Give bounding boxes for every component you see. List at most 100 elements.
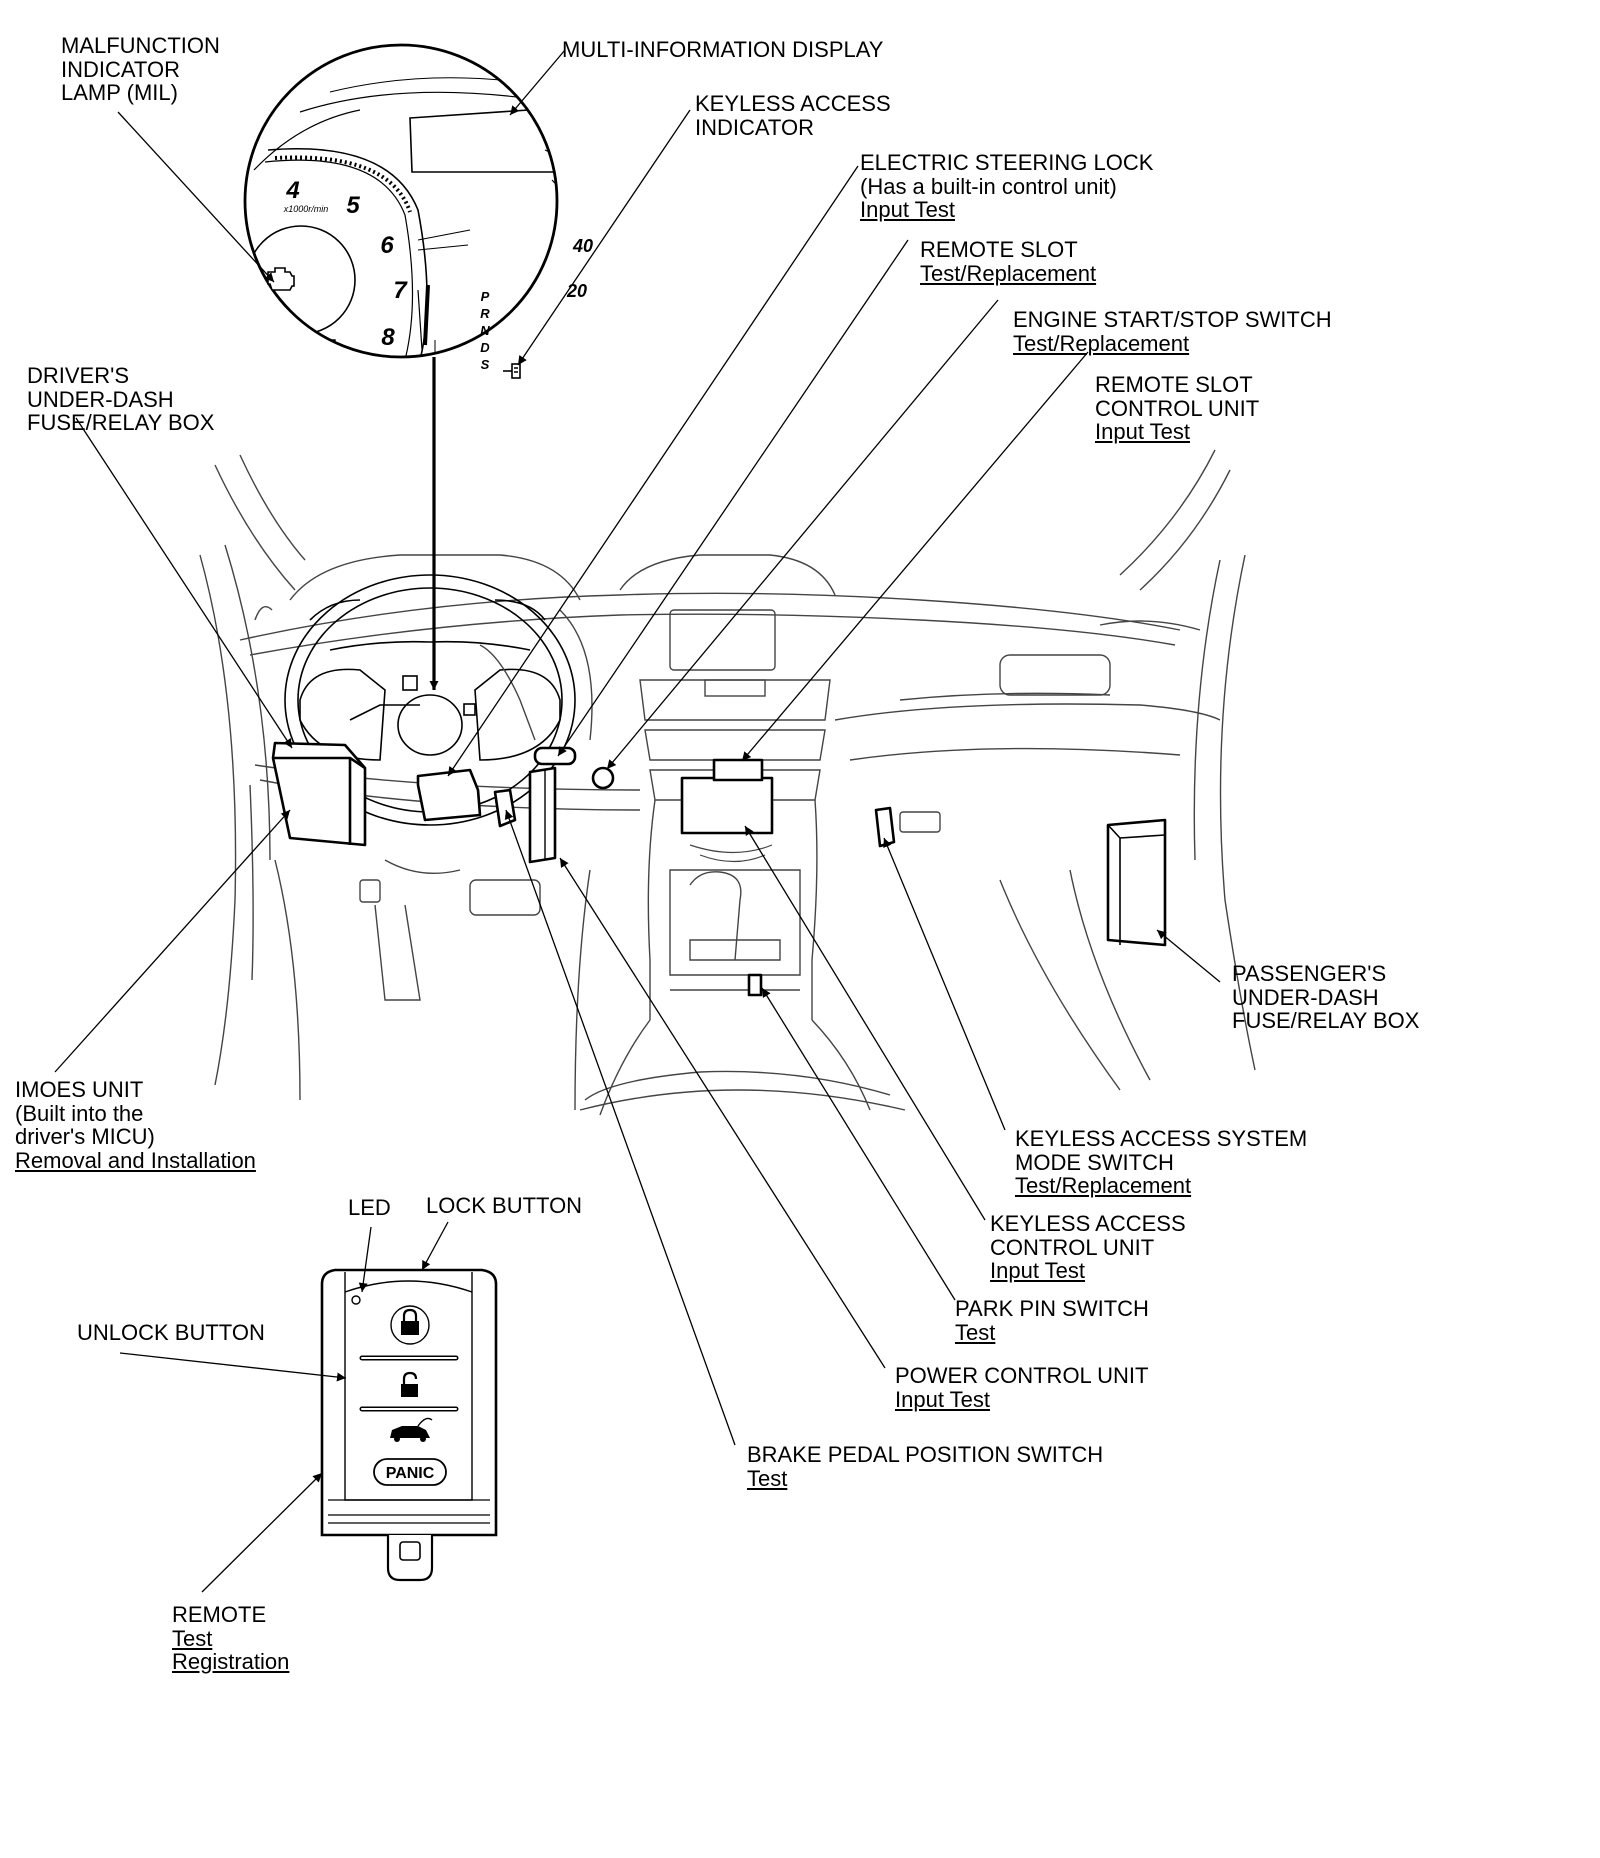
gear-letter: R [480,306,490,321]
passengers-fuse-relay-box-label: PASSENGER'S UNDER-DASH FUSE/RELAY BOX [1232,962,1419,1033]
gear-letter: D [480,340,490,355]
remote-slot-shape [533,746,577,766]
tach-number: 4 [285,177,299,204]
mode-switch-test-replacement-link[interactable]: Test/Replacement [1015,1173,1192,1198]
remote-key-fob: PANIC [320,1268,498,1582]
led-dot [351,1295,361,1305]
remote-label: REMOTE Test Registration [172,1603,289,1674]
components [271,741,1167,997]
steering-lock-input-test-link[interactable]: Input Test [860,197,955,222]
keyless-cu-line: KEYLESS ACCESS [990,1211,1186,1236]
imoes-unit-label: IMOES UNIT (Built into the driver's MICU… [15,1078,256,1172]
drivers-fuse-line: FUSE/RELAY BOX [27,410,215,435]
remote-slot-test-replacement-link[interactable]: Test/Replacement [920,260,1097,286]
mode-switch-line: KEYLESS ACCESS SYSTEM [1015,1126,1308,1151]
unlock-icon [401,1371,418,1397]
hatch-button[interactable] [390,1417,433,1442]
passengers-fuse-box-shape [1106,818,1167,947]
imoes-line: driver's MICU) [15,1124,155,1149]
park-pin-switch-label: PARK PIN SWITCH Test [955,1297,1149,1344]
led-label-line: LED [348,1195,391,1220]
lock-button-label: LOCK BUTTON [426,1194,582,1218]
drivers-fuse-line: DRIVER'S [27,363,129,388]
engine-check-icon [267,267,295,291]
imoes-removal-installation-link[interactable]: Removal and Installation [15,1147,256,1173]
mil-label-line: LAMP (MIL) [61,80,178,105]
mid-label-line: MULTI-INFORMATION DISPLAY [562,37,884,62]
park-pin-test-link[interactable]: Test [955,1319,996,1345]
engine-start-stop-switch-label: ENGINE START/STOP SWITCH Test/Replacemen… [1013,308,1332,355]
keyless-indicator-line: INDICATOR [695,114,814,140]
led-label: LED [348,1196,391,1220]
remote-slot-cu-input-test-link[interactable]: Input Test [1095,419,1190,444]
keyless-access-indicator-label: KEYLESS ACCESS INDICATOR [695,92,891,139]
keyless-indicator-line: KEYLESS ACCESS [695,91,891,116]
start-stop-switch-shape [591,766,615,790]
unlock-button-line: UNLOCK BUTTON [77,1320,265,1345]
power-control-unit-label: POWER CONTROL UNIT Input Test [895,1364,1148,1411]
gear-letter: S [481,357,490,372]
keyless-access-indicator-icon [503,363,521,379]
panic-button-label: PANIC [386,1465,435,1482]
hatch-icon [390,1426,430,1438]
brake-pedal-position-switch-label: BRAKE PEDAL POSITION SWITCH Test [747,1443,1103,1490]
mil-label-line: INDICATOR [61,56,180,82]
steering-lock-line: (Has a built-in control unit) [860,173,1117,199]
keyless-access-system-mode-switch-label: KEYLESS ACCESS SYSTEM MODE SWITCH Test/R… [1015,1127,1307,1198]
tach-number: 6 [380,232,394,259]
passengers-fuse-line: UNDER-DASH [1232,984,1379,1010]
multi-information-display-label: MULTI-INFORMATION DISPLAY [562,38,883,62]
remote-slot-label: REMOTE SLOT Test/Replacement [920,238,1096,285]
keyless-cu-input-test-link[interactable]: Input Test [990,1258,1085,1283]
gear-letter: N [480,323,490,338]
steering-wheel [284,574,576,826]
start-stop-test-replacement-link[interactable]: Test/Replacement [1013,330,1190,356]
drivers-fuse-line: UNDER-DASH [27,386,174,412]
speed-number: 40 [572,236,593,256]
imoes-line: IMOES UNIT [15,1077,144,1102]
gauge-detail: 4 x1000r/min 5 6 7 8 40 20 P R N D S [243,43,593,379]
park-pin-switch-shape [747,973,763,997]
power-cu-line: POWER CONTROL UNIT [895,1363,1149,1388]
remote-test-link[interactable]: Test [172,1625,213,1651]
speed-number: 20 [566,281,587,301]
electric-steering-lock-label: ELECTRIC STEERING LOCK (Has a built-in c… [860,151,1153,222]
brake-switch-line: BRAKE PEDAL POSITION SWITCH [747,1442,1104,1467]
start-stop-line: ENGINE START/STOP SWITCH [1013,307,1332,332]
imoes-line: (Built into the [15,1100,144,1126]
mil-label: MALFUNCTION INDICATOR LAMP (MIL) [61,34,220,105]
passengers-fuse-line: PASSENGER'S [1232,961,1387,986]
remote-line: REMOTE [172,1602,267,1627]
panic-button[interactable]: PANIC [373,1458,447,1486]
remote-registration-link[interactable]: Registration [172,1649,290,1674]
brake-switch-test-link[interactable]: Test [747,1465,788,1491]
leader-lines [54,49,1221,1593]
lock-button-line: LOCK BUTTON [426,1193,583,1218]
tach-number: 7 [393,277,408,304]
keyless-access-control-unit-label: KEYLESS ACCESS CONTROL UNIT Input Test [990,1212,1186,1283]
steering-lock-line: ELECTRIC STEERING LOCK [860,150,1154,175]
tach-number: 8 [381,324,395,351]
mil-label-line: MALFUNCTION [61,33,220,58]
tach-number: 5 [346,192,360,219]
passengers-fuse-line: FUSE/RELAY BOX [1232,1008,1420,1033]
brake-switch-shape [493,788,517,828]
keyless-cu-line: CONTROL UNIT [990,1234,1155,1260]
power-cu-input-test-link[interactable]: Input Test [895,1386,990,1412]
tach-unit-label: x1000r/min [283,204,329,214]
unlock-button[interactable] [401,1371,418,1397]
remote-slot-control-unit-label: REMOTE SLOT CONTROL UNIT Input Test [1095,373,1259,444]
drivers-fuse-relay-box-label: DRIVER'S UNDER-DASH FUSE/RELAY BOX [27,364,214,435]
remote-slot-line: REMOTE SLOT [920,237,1078,262]
remote-slot-cu-line: REMOTE SLOT [1095,372,1253,397]
power-control-unit-shape [528,766,557,864]
mode-switch-line: MODE SWITCH [1015,1149,1174,1175]
unlock-button-label: UNLOCK BUTTON [77,1321,265,1345]
mode-switch-shape [874,806,896,848]
steering-lock-shape [416,768,482,822]
remote-slot-cu-line: CONTROL UNIT [1095,395,1260,421]
remote-slot-control-unit-shape [712,758,764,782]
gear-letter: P [481,289,490,304]
